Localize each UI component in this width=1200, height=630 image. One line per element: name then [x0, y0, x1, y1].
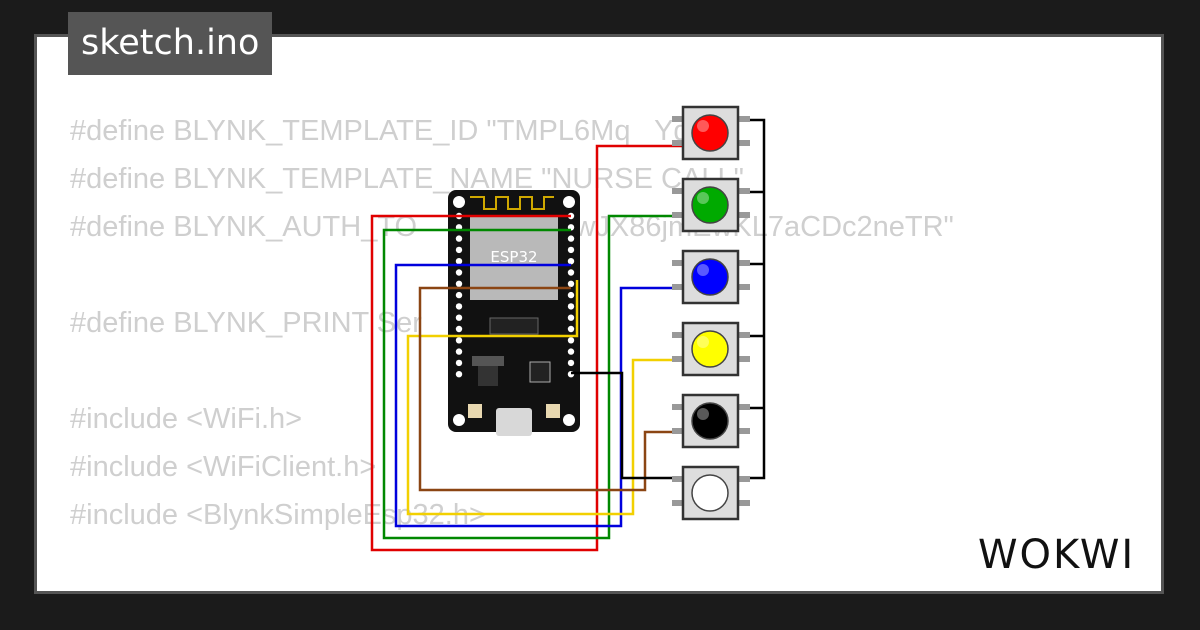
board-pin — [455, 280, 463, 287]
svg-text:WOKWI: WOKWI — [978, 532, 1135, 578]
pushbutton-green[interactable] — [672, 177, 750, 233]
wire-yellow — [406, 280, 683, 516]
board-pin — [455, 291, 463, 299]
wire-green — [382, 214, 683, 540]
wire-ground — [571, 371, 683, 480]
code-line: #include <WiFi.h> — [70, 403, 303, 435]
board-pin — [455, 303, 463, 310]
esp32-board[interactable]: ESP32 — [448, 190, 580, 436]
board-pin — [455, 258, 463, 265]
board-pin — [567, 337, 575, 344]
pushbutton-black[interactable] — [672, 393, 750, 449]
wokwi-logo: WOKWI — [978, 532, 1135, 578]
wire-brown — [418, 286, 683, 492]
wires — [370, 118, 766, 552]
board-pin — [567, 246, 575, 254]
pushbutton-red[interactable] — [672, 105, 750, 161]
wire-red — [370, 144, 683, 552]
board-pin — [567, 359, 575, 367]
file-tab[interactable]: sketch.ino — [68, 12, 273, 75]
chip-label: ESP32 — [490, 248, 537, 266]
board-pin — [567, 258, 575, 265]
board-pin — [455, 325, 463, 333]
board-pin — [567, 280, 575, 287]
board-pin — [567, 325, 575, 333]
pushbutton-yellow[interactable] — [672, 321, 750, 377]
board-pin — [567, 235, 575, 242]
board-pin — [455, 246, 463, 254]
board-pin — [455, 371, 463, 378]
board-pin — [567, 269, 575, 276]
board-pin — [567, 291, 575, 299]
board-pin — [567, 303, 575, 310]
board-pin — [567, 314, 575, 321]
code-line: #include <WiFiClient.h> — [70, 451, 377, 483]
board-pin — [455, 337, 463, 344]
wire-blue — [394, 263, 683, 528]
pushbutton-blue[interactable] — [672, 249, 750, 305]
usb-port — [496, 408, 532, 436]
code-line: #define BLYNK_TEMPLATE_ID "TMPL6Mq Ydl" — [70, 115, 707, 147]
board-pin — [567, 348, 575, 355]
board-pin — [455, 314, 463, 321]
wire-common — [738, 118, 766, 480]
board-pin — [455, 269, 463, 276]
board-pin — [455, 348, 463, 355]
board-pin — [455, 359, 463, 367]
board-pin — [455, 235, 463, 242]
pushbutton-white[interactable] — [672, 465, 750, 521]
